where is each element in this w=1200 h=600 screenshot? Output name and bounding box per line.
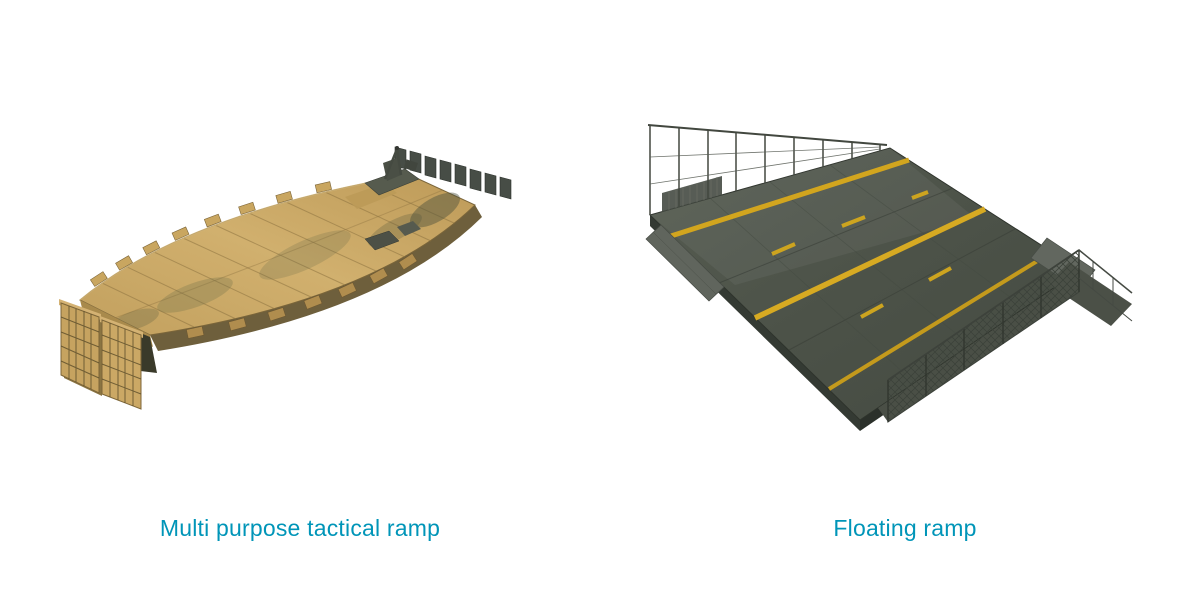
floating-ramp-render xyxy=(645,124,1133,431)
floating-ramp-image xyxy=(635,100,1155,440)
end-gate-panels xyxy=(59,299,143,410)
deck-center-seam xyxy=(114,189,444,319)
ramp-side-skirt xyxy=(150,205,482,351)
crane-equipment xyxy=(345,146,420,209)
deck-stowage-boxes xyxy=(364,221,421,251)
left-flap-seam xyxy=(652,231,717,295)
product-figure-tactical-ramp: Multi purpose tactical ramp xyxy=(40,0,560,600)
deck-seams xyxy=(709,164,1026,384)
tactical-ramp-image xyxy=(45,135,515,415)
tactical-ramp-render xyxy=(59,146,512,410)
deck-grating xyxy=(662,176,722,212)
deck-edge-highlight xyxy=(79,174,411,301)
product-figure-floating-ramp: Floating ramp xyxy=(635,0,1175,600)
edge-blocks-left xyxy=(89,181,332,287)
product-caption-tactical-ramp: Multi purpose tactical ramp xyxy=(159,515,441,541)
mesh-approach-ramp xyxy=(878,249,1133,423)
guard-railing xyxy=(647,124,888,215)
product-caption-floating-ramp: Floating ramp xyxy=(833,515,977,541)
edge-blocks-right xyxy=(186,253,418,339)
deck-plank-lines xyxy=(101,182,455,328)
lane-markings xyxy=(670,157,1054,391)
